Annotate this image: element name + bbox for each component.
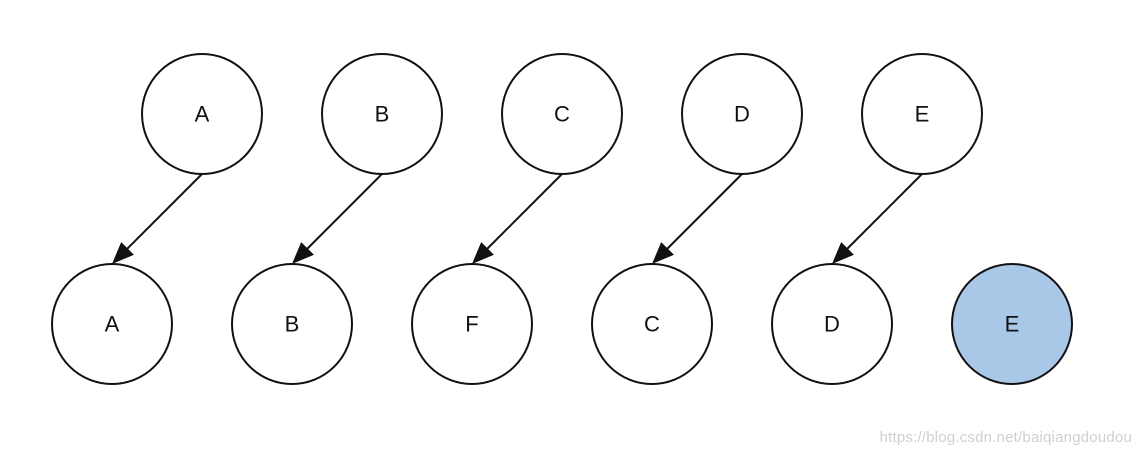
top-node-b: B <box>321 53 443 175</box>
node-label: C <box>554 102 570 127</box>
watermark-text: https://blog.csdn.net/baiqiangdoudou <box>879 429 1132 446</box>
edge-line <box>485 173 563 251</box>
node-circle <box>861 53 983 175</box>
edge-arrow-t2-b2 <box>472 173 563 264</box>
node-circle <box>141 53 263 175</box>
node-circle <box>771 263 893 385</box>
node-label: C <box>644 312 660 337</box>
node-label: E <box>1005 312 1020 337</box>
bottom-node-b: B <box>231 263 353 385</box>
node-circle <box>51 263 173 385</box>
node-circle <box>231 263 353 385</box>
nodes-layer: A B C D E A B F C D E <box>51 53 1073 385</box>
bottom-node-d: D <box>771 263 893 385</box>
node-label: F <box>465 312 478 337</box>
node-label: B <box>375 102 390 127</box>
arrowhead-icon <box>112 242 134 264</box>
node-label: D <box>824 312 840 337</box>
bottom-node-f: F <box>411 263 533 385</box>
edge-line <box>305 173 383 251</box>
node-label: A <box>105 312 120 337</box>
edge-arrow-t3-b3 <box>652 173 743 264</box>
edge-line <box>845 173 923 251</box>
top-node-d: D <box>681 53 803 175</box>
bottom-node-a: A <box>51 263 173 385</box>
node-label: B <box>285 312 300 337</box>
node-circle <box>681 53 803 175</box>
edge-arrow-t0-b0 <box>112 173 203 264</box>
node-circle <box>951 263 1073 385</box>
edges-layer <box>112 173 923 264</box>
arrowhead-icon <box>292 242 314 264</box>
node-circle <box>501 53 623 175</box>
top-node-c: C <box>501 53 623 175</box>
node-label: E <box>915 102 930 127</box>
arrowhead-icon <box>832 242 854 264</box>
edge-arrow-t4-b4 <box>832 173 923 264</box>
arrowhead-icon <box>472 242 494 264</box>
edge-line <box>125 173 203 251</box>
bottom-node-e: E <box>951 263 1073 385</box>
node-circle <box>411 263 533 385</box>
top-node-e: E <box>861 53 983 175</box>
edge-arrow-t1-b1 <box>292 173 383 264</box>
node-circle <box>591 263 713 385</box>
top-node-a: A <box>141 53 263 175</box>
bottom-node-c: C <box>591 263 713 385</box>
node-label: D <box>734 102 750 127</box>
arrowhead-icon <box>652 242 674 264</box>
edge-line <box>665 173 743 251</box>
node-circle <box>321 53 443 175</box>
node-label: A <box>195 102 210 127</box>
